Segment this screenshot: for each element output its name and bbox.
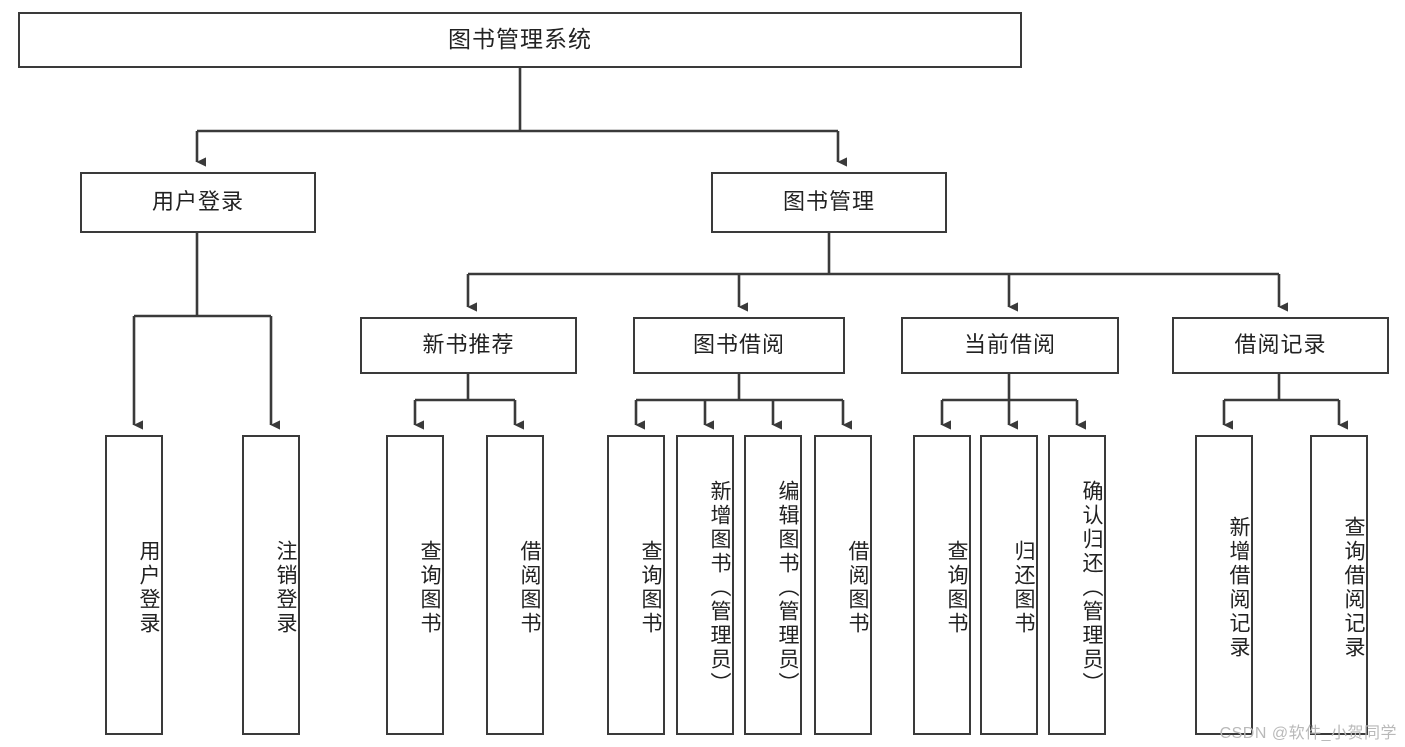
leaf-borrow-book[interactable]: 借阅图书 [814,435,872,735]
node-book-management[interactable]: 图书管理 [711,172,947,233]
node-label: 借阅记录 [1234,332,1327,358]
node-label: 借阅图书 [518,540,541,636]
node-label: 当前借阅 [963,332,1056,358]
leaf-query-book-current[interactable]: 查询图书 [913,435,971,735]
leaf-query-book-recommend[interactable]: 查询图书 [386,435,444,735]
leaf-return-book[interactable]: 归还图书 [980,435,1038,735]
leaf-query-book-borrow[interactable]: 查询图书 [607,435,665,735]
csdn-watermark: CSDN @软件_小贺同学 [1219,725,1397,742]
node-label: 查询借阅记录 [1342,516,1365,660]
node-label: 新增借阅记录 [1227,516,1250,660]
leaf-user-login[interactable]: 用户登录 [105,435,163,735]
leaf-confirm-return[interactable]: 确认归还（管理员） [1048,435,1106,735]
node-label: 新增图书（管理员） [708,480,731,696]
node-label: 图书借阅 [692,332,785,358]
node-label: 图书管理 [782,189,875,215]
node-label: 图书管理系统 [448,26,592,53]
node-label: 归还图书 [1012,540,1035,636]
node-label: 查询图书 [418,540,441,636]
node-current-borrow[interactable]: 当前借阅 [901,317,1119,374]
node-label: 用户登录 [151,189,244,215]
node-label: 借阅图书 [846,540,869,636]
leaf-edit-book[interactable]: 编辑图书（管理员） [744,435,802,735]
node-book-borrow[interactable]: 图书借阅 [633,317,845,374]
leaf-query-borrow-record[interactable]: 查询借阅记录 [1310,435,1368,735]
node-label: 注销登录 [274,540,297,636]
node-book-management-system[interactable]: 图书管理系统 [18,12,1022,68]
leaf-logout-login[interactable]: 注销登录 [242,435,300,735]
node-label: 查询图书 [945,540,968,636]
leaf-add-borrow-record[interactable]: 新增借阅记录 [1195,435,1253,735]
leaf-add-book[interactable]: 新增图书（管理员） [676,435,734,735]
node-label: 确认归还（管理员） [1080,480,1103,696]
node-label: 用户登录 [137,540,160,636]
node-label: 查询图书 [639,540,662,636]
node-new-book-recommend[interactable]: 新书推荐 [360,317,577,374]
leaf-borrow-book-recommend[interactable]: 借阅图书 [486,435,544,735]
node-borrow-record[interactable]: 借阅记录 [1172,317,1389,374]
node-label: 新书推荐 [422,332,515,358]
node-label: 编辑图书（管理员） [776,480,799,696]
node-user-login[interactable]: 用户登录 [80,172,316,233]
